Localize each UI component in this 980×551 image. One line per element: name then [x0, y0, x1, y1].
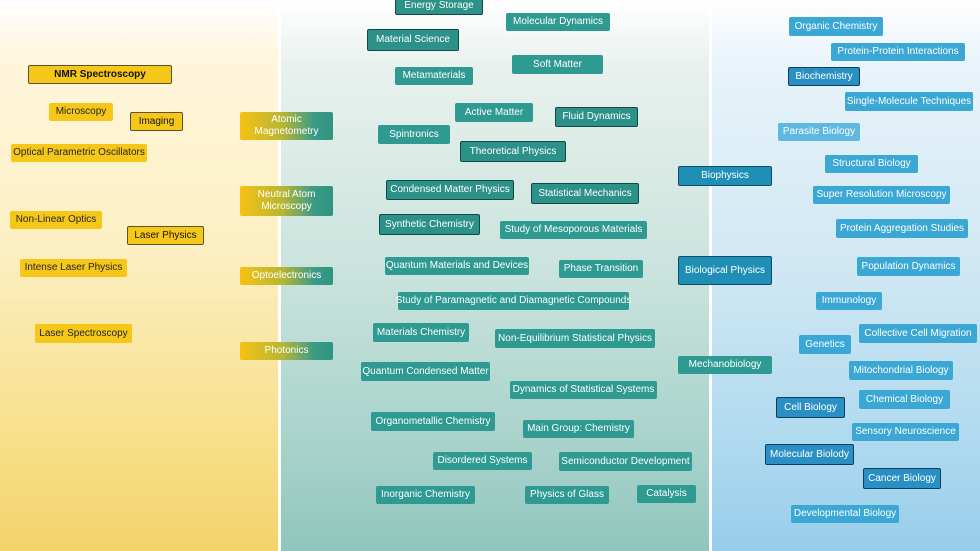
node-soft-matter[interactable]: Soft Matter	[512, 55, 603, 74]
node-synthetic-chemistry[interactable]: Synthetic Chemistry	[379, 214, 480, 235]
node-protein-aggregation-studies[interactable]: Protein Aggregation Studies	[836, 219, 968, 238]
node-quantum-condensed-matter[interactable]: Quantum Condensed Matter	[361, 362, 490, 381]
node-nmr-spectroscopy[interactable]: NMR Spectroscopy	[28, 65, 172, 84]
node-mechanobiology[interactable]: Mechanobiology	[678, 356, 772, 374]
node-structural-biology[interactable]: Structural Biology	[825, 155, 918, 173]
node-collective-cell-migration[interactable]: Collective Cell Migration	[859, 324, 977, 343]
node-biophysics[interactable]: Biophysics	[678, 166, 772, 186]
node-study-of-mesoporous-materials[interactable]: Study of Mesoporous Materials	[500, 221, 647, 239]
node-non-equilibrium-statistical-physics[interactable]: Non-Equilibrium Statistical Physics	[495, 329, 655, 348]
node-cancer-biology[interactable]: Cancer Biology	[863, 468, 941, 489]
node-chemical-biology[interactable]: Chemical Biology	[859, 390, 950, 409]
node-study-paramagnetic-diamagnetic[interactable]: Study of Paramagnetic and Diamagnetic Co…	[396, 292, 631, 310]
node-inorganic-chemistry[interactable]: Inorganic Chemistry	[376, 486, 475, 504]
node-immunology[interactable]: Immunology	[816, 292, 882, 310]
node-population-dynamics[interactable]: Population Dynamics	[857, 257, 960, 276]
node-sensory-neuroscience[interactable]: Sensory Neuroscience	[852, 423, 959, 441]
node-disordered-systems[interactable]: Disordered Systems	[433, 452, 532, 470]
node-mitochondrial-biology[interactable]: Mitochondrial Biology	[849, 361, 953, 380]
node-material-science[interactable]: Material Science	[367, 29, 459, 51]
node-atomic-magnetometry[interactable]: Atomic Magnetometry	[240, 112, 333, 140]
node-metamaterials[interactable]: Metamaterials	[395, 67, 473, 85]
node-spintronics[interactable]: Spintronics	[378, 125, 450, 144]
node-laser-spectroscopy[interactable]: Laser Spectroscopy	[35, 324, 132, 343]
node-energy-storage[interactable]: Energy Storage	[395, 0, 483, 15]
node-single-molecule-techniques[interactable]: Single-Molecule Techniques	[845, 92, 973, 111]
node-quantum-materials-and-devices[interactable]: Quantum Materials and Devices	[385, 257, 529, 275]
node-intense-laser-physics[interactable]: Intense Laser Physics	[20, 259, 127, 277]
node-active-matter[interactable]: Active Matter	[455, 103, 533, 122]
node-main-group-chemistry[interactable]: Main Group: Chemistry	[523, 420, 634, 438]
node-condensed-matter-physics[interactable]: Condensed Matter Physics	[386, 180, 514, 200]
node-physics-of-glass[interactable]: Physics of Glass	[525, 486, 609, 504]
node-theoretical-physics[interactable]: Theoretical Physics	[460, 141, 566, 162]
node-genetics[interactable]: Genetics	[799, 335, 851, 354]
node-protein-protein-interactions[interactable]: Protein-Protein Interactions	[831, 43, 965, 61]
node-molecular-biolody[interactable]: Molecular Biolody	[765, 444, 854, 465]
node-super-resolution-microscopy[interactable]: Super Resolution Microscopy	[813, 186, 950, 204]
node-catalysis[interactable]: Catalysis	[637, 485, 696, 503]
node-non-linear-optics[interactable]: Non-Linear Optics	[10, 211, 102, 229]
node-statistical-mechanics[interactable]: Statistical Mechanics	[531, 183, 639, 204]
node-organometallic-chemistry[interactable]: Organometallic Chemistry	[371, 412, 495, 431]
node-fluid-dynamics[interactable]: Fluid Dynamics	[555, 107, 638, 127]
node-biochemistry[interactable]: Biochemistry	[788, 67, 860, 86]
node-dynamics-of-statistical-systems[interactable]: Dynamics of Statistical Systems	[510, 381, 657, 399]
node-materials-chemistry[interactable]: Materials Chemistry	[373, 323, 469, 342]
node-laser-physics[interactable]: Laser Physics	[127, 226, 204, 245]
node-optoelectronics[interactable]: Optoelectronics	[240, 267, 333, 285]
node-biological-physics[interactable]: Biological Physics	[678, 256, 772, 285]
node-optical-parametric-oscillators[interactable]: Optical Parametric Oscillators	[11, 144, 147, 162]
node-developmental-biology[interactable]: Developmental Biology	[791, 505, 899, 523]
node-parasite-biology[interactable]: Parasite Biology	[778, 123, 860, 141]
node-imaging[interactable]: Imaging	[130, 112, 183, 131]
node-cell-biology[interactable]: Cell Biology	[776, 397, 845, 418]
node-organic-chemistry[interactable]: Organic Chemistry	[789, 17, 883, 36]
node-photonics[interactable]: Photonics	[240, 342, 333, 360]
node-phase-transition[interactable]: Phase Transition	[559, 260, 643, 278]
node-molecular-dynamics[interactable]: Molecular Dynamics	[506, 13, 610, 31]
node-microscopy[interactable]: Microscopy	[49, 103, 113, 121]
node-semiconductor-development[interactable]: Semiconductor Development	[559, 452, 692, 471]
node-neutral-atom-microscopy[interactable]: Neutral Atom Microscopy	[240, 186, 333, 216]
